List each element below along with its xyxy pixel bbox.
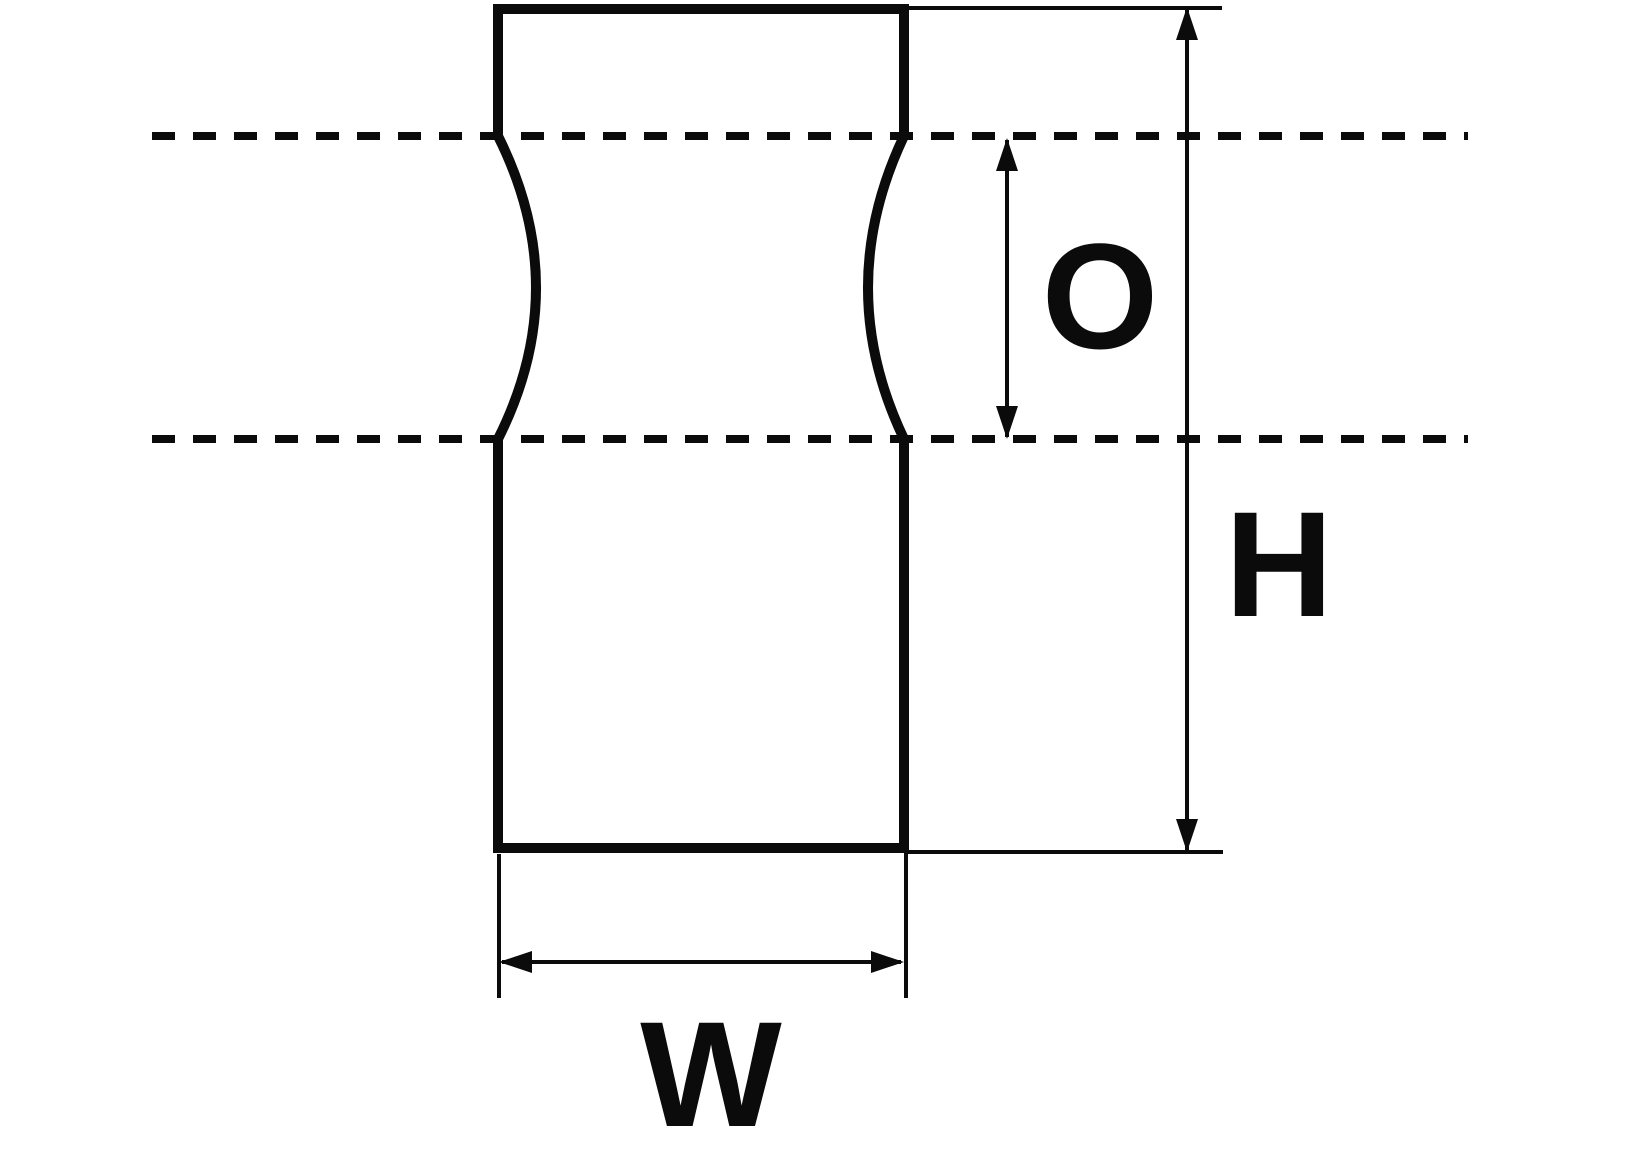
width-arrowhead-right-icon [871, 951, 904, 973]
height-arrowhead-down-icon [1176, 819, 1198, 852]
height-label: H [1224, 480, 1334, 648]
tile-outline [493, 4, 909, 853]
height-arrowhead-up-icon [1176, 7, 1198, 40]
overlap-label: O [1041, 212, 1159, 380]
overlap-arrowhead-up-icon [996, 138, 1018, 171]
overlap-arrowhead-down-icon [996, 406, 1018, 439]
overlap-dimension-arrow [996, 138, 1018, 439]
width-arrowhead-left-icon [499, 951, 532, 973]
width-label: W [640, 990, 782, 1158]
height-dimension-arrow [1176, 7, 1198, 852]
width-dimension-arrow [499, 951, 904, 973]
